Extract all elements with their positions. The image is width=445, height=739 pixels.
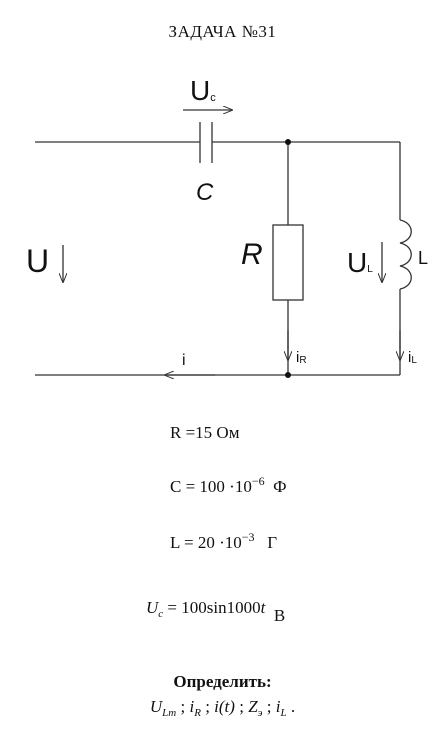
- current-l-label: iL: [408, 349, 417, 366]
- param-cap-voltage: Uc = 100sin1000t В: [146, 598, 286, 625]
- problem-title: ЗАДАЧА №31: [168, 22, 277, 41]
- unknown-item: Zэ: [248, 697, 263, 719]
- source-voltage-label: U: [26, 243, 49, 279]
- capacitor-label: C: [196, 179, 214, 206]
- inductor-voltage-label: UL: [347, 247, 373, 278]
- unknowns-list: ULm ; iR ; i(t) ; Zэ ; iL .: [0, 697, 445, 719]
- inductor-coil: [399, 219, 412, 290]
- inductor-label: L: [418, 248, 428, 268]
- resistor-body: [272, 224, 304, 301]
- unknown-item: ULm: [149, 697, 177, 719]
- junction-top: [285, 139, 291, 145]
- circuit-diagram: Uc C U R UL L i iR iL: [26, 75, 428, 400]
- unknown-item: iL: [275, 697, 287, 719]
- unknown-separator: ;: [262, 697, 276, 716]
- unknown-separator: .: [286, 697, 296, 716]
- unknown-separator: ;: [200, 697, 215, 716]
- unknown-separator: ;: [234, 697, 249, 716]
- unknown-separator: ;: [176, 697, 190, 716]
- current-r-label: iR: [296, 349, 307, 366]
- determine-heading: Определить:: [173, 672, 272, 691]
- param-inductance: L = 20 ·10−3 Г: [170, 530, 278, 552]
- junction-bottom: [285, 372, 291, 378]
- current-total-label: i: [182, 352, 186, 369]
- resistor-label: R: [241, 238, 263, 271]
- cap-voltage-label: Uc: [190, 75, 216, 106]
- param-capacitance: C = 100 ·10−6 Ф: [170, 474, 287, 496]
- unknown-item: iR: [189, 697, 201, 719]
- param-resistance: R =15 Ом: [170, 423, 240, 442]
- unknown-item: i(t): [214, 697, 235, 716]
